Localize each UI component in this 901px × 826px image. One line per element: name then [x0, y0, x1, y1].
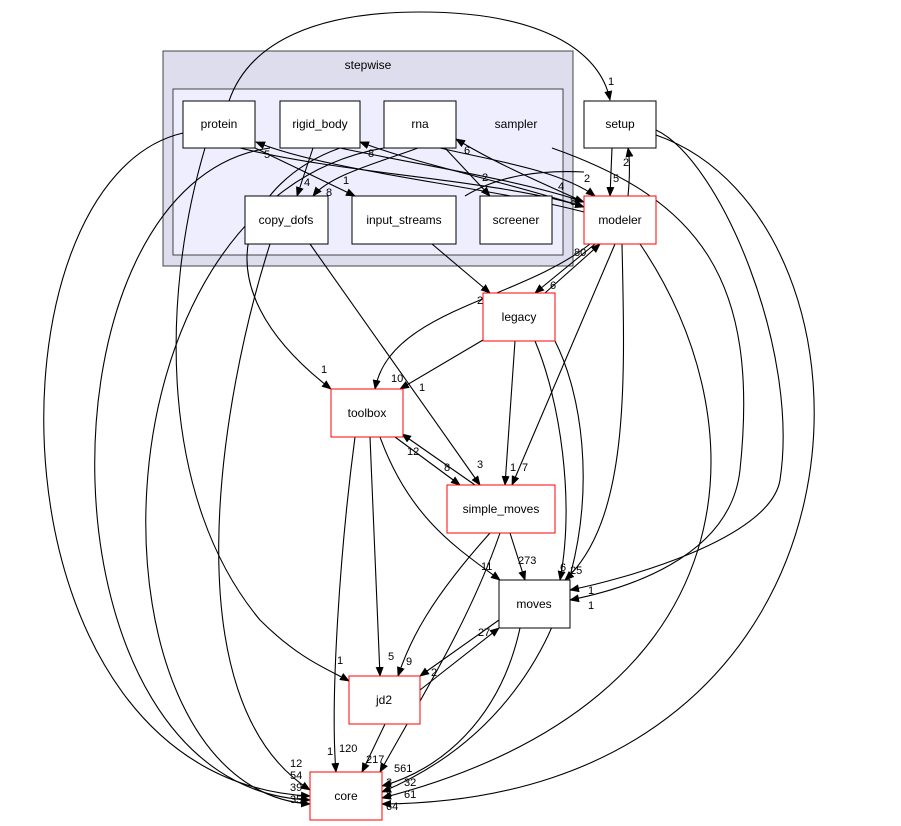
edge-label: 3 [477, 459, 483, 471]
nodes: protein rigid_body rna copy_dofs input_s… [182, 100, 657, 821]
edge-label: 1 [327, 746, 333, 758]
edge-label: 61 [404, 789, 416, 801]
svg-text:protein: protein [201, 117, 238, 131]
edge-label: 1 [510, 462, 516, 474]
edge-label: 3 [386, 777, 392, 789]
edge-label: 1 [337, 655, 343, 667]
svg-text:simple_moves: simple_moves [463, 502, 540, 516]
edge-label: 273 [518, 555, 536, 567]
node-rigid-body[interactable]: rigid_body [279, 100, 361, 149]
edge-label: 25 [570, 565, 582, 577]
edge-label: 8 [386, 789, 392, 801]
node-moves[interactable]: moves [498, 579, 571, 629]
edge-label: 2 [431, 667, 437, 679]
node-jd2[interactable]: jd2 [348, 675, 421, 725]
edge-label: 6 [550, 280, 556, 292]
node-input-streams[interactable]: input_streams [351, 195, 457, 245]
edge-label: 1 [588, 600, 594, 612]
node-legacy[interactable]: legacy [482, 292, 556, 342]
edge-label: 8 [368, 148, 374, 160]
edge-label: 4 [304, 177, 310, 189]
edge-label: 5 [388, 651, 394, 663]
edge-label: 5 [613, 173, 619, 185]
edge-label: 5 [264, 149, 270, 161]
edge-label: 27 [478, 627, 490, 639]
cluster-stepwise-label: stepwise [345, 58, 392, 72]
edge-label: 1 [608, 76, 614, 88]
edge-label: 8 [570, 196, 576, 208]
svg-text:setup: setup [605, 117, 635, 131]
edge-label: 2 [477, 295, 483, 307]
node-protein[interactable]: protein [182, 100, 256, 149]
node-core[interactable]: core [309, 771, 383, 821]
node-rna[interactable]: rna [383, 100, 457, 149]
svg-text:screener: screener [493, 213, 540, 227]
edge-label: 8 [444, 462, 450, 474]
node-screener[interactable]: screener [479, 195, 553, 245]
edge-label: 8 [326, 187, 332, 199]
svg-text:jd2: jd2 [375, 693, 392, 707]
svg-text:toolbox: toolbox [348, 406, 387, 420]
edge-label: 1 [419, 382, 425, 394]
svg-text:core: core [334, 789, 358, 803]
edge-label: 54 [290, 770, 302, 782]
edge-label: 64 [386, 801, 398, 813]
edge-label: 7 [522, 462, 528, 474]
svg-text:rigid_body: rigid_body [292, 117, 347, 131]
node-modeler[interactable]: modeler [583, 195, 657, 245]
svg-text:copy_dofs: copy_dofs [259, 213, 314, 227]
edge-label: 12 [407, 446, 419, 458]
node-copy-dofs[interactable]: copy_dofs [244, 195, 329, 245]
edge-label: 4 [558, 181, 564, 193]
edge-label: 6 [560, 562, 566, 574]
edge-label: 10 [391, 373, 403, 385]
svg-text:rna: rna [411, 117, 429, 131]
edge-labels: 1 4 1 8 2 2 5 8 6 2 4 8 5 2 6 80 1 10 1 … [264, 76, 629, 813]
edge-label: 2 [623, 157, 629, 169]
node-toolbox[interactable]: toolbox [330, 388, 404, 438]
edge-label: 1 [321, 364, 327, 376]
edge-label: 32 [404, 777, 416, 789]
edge-label: 2 [482, 172, 488, 184]
edge-label: 6 [464, 145, 470, 157]
edge-label: 217 [366, 754, 384, 766]
svg-text:moves: moves [516, 597, 551, 611]
edge-label: 12 [290, 758, 302, 770]
edge-label: 1 [343, 175, 349, 187]
svg-text:input_streams: input_streams [366, 213, 441, 227]
edge-label: 9 [406, 656, 412, 668]
edge-label: 35 [290, 794, 302, 806]
edge-label: 39 [290, 782, 302, 794]
edge-label: 11 [481, 561, 492, 573]
edge-label: 2 [584, 173, 590, 185]
edge-label: 1 [588, 585, 594, 597]
node-setup[interactable]: setup [583, 100, 657, 149]
svg-text:modeler: modeler [598, 213, 641, 227]
node-simple-moves[interactable]: simple_moves [446, 484, 556, 534]
edge-label: 120 [339, 743, 357, 755]
edge-label: 561 [394, 763, 412, 775]
edge-label: 80 [574, 247, 586, 259]
svg-text:legacy: legacy [502, 310, 537, 324]
cluster-sampler-label: sampler [495, 117, 538, 131]
